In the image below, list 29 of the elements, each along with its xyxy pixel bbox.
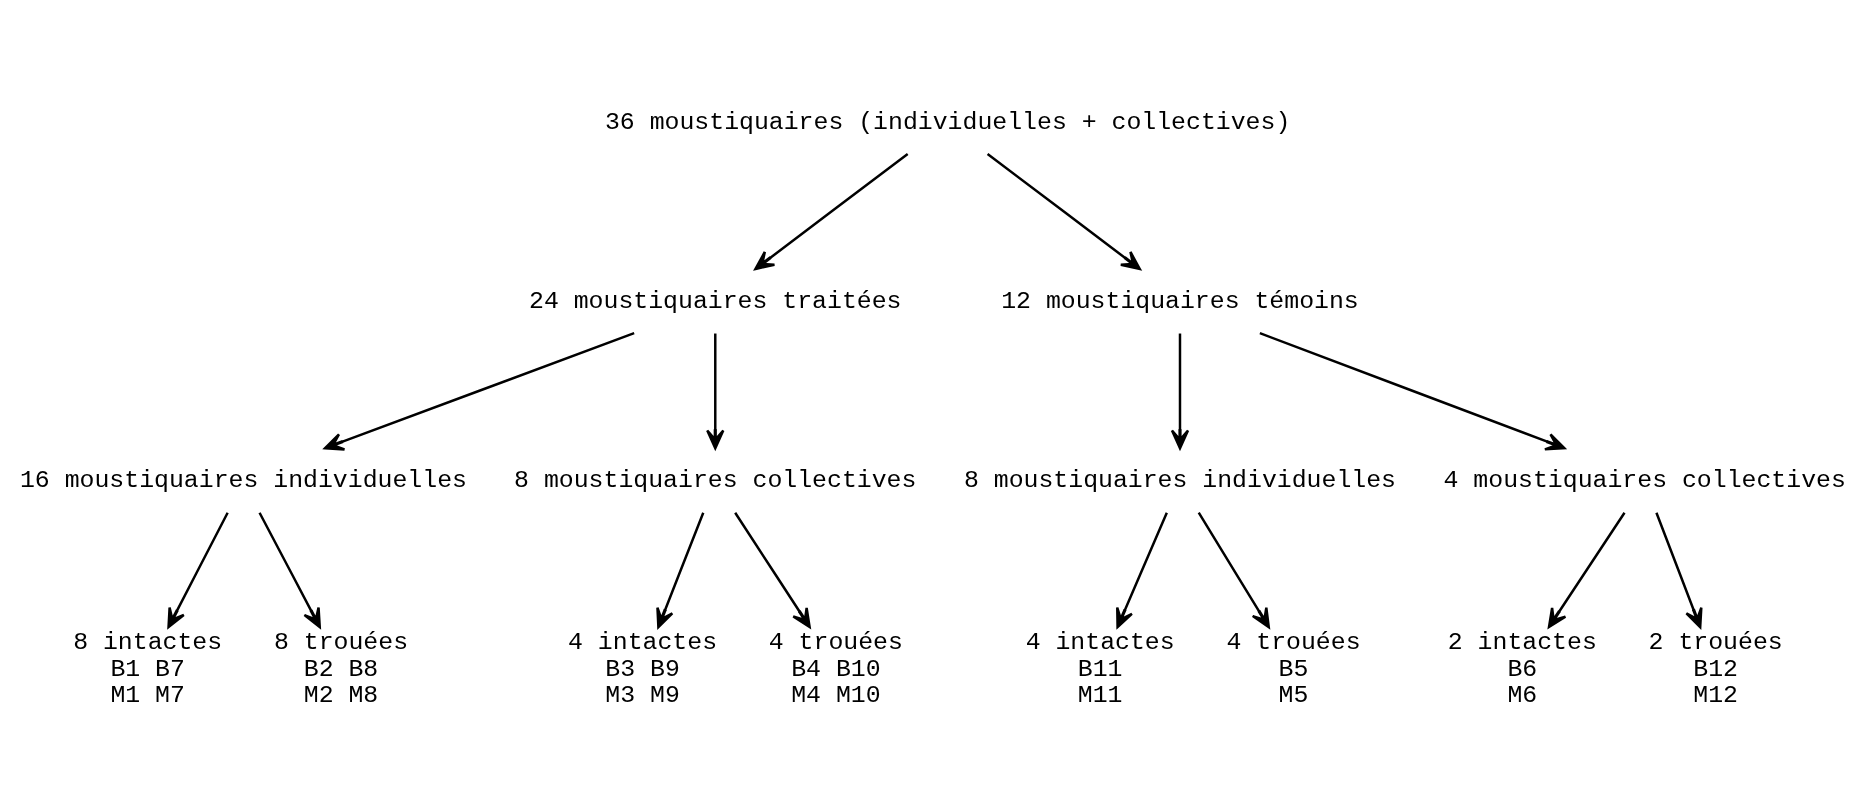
arrow [1197,512,1270,629]
node-text: 4 trouées B5 M5 [1226,628,1361,710]
arrow [656,512,705,629]
arrow [1547,512,1626,629]
node-text: 36 moustiquaires (individuelles + collectives) [604,107,1291,136]
node-text: 2 intactes B6 M6 [1447,628,1597,710]
node-text: 16 moustiquaires individuelles [19,465,467,494]
node-text: 4 trouées B4 B10 M4 M10 [768,628,903,710]
arrow [754,153,909,271]
node-text: 4 intactes B11 M11 [1025,628,1175,710]
arrow [1259,331,1566,451]
arrow [986,153,1142,271]
node-text: 8 moustiquaires individuelles [963,465,1397,494]
node-text: 4 intactes B3 B9 M3 M9 [568,628,718,710]
arrow [1655,512,1703,629]
node-text: 24 moustiquaires traitées [529,286,902,315]
node-text: 8 trouées B2 B8 M2 M8 [273,628,409,710]
node-text: 2 trouées B12 M12 [1648,628,1783,710]
arrow [1170,333,1190,450]
node-text: 8 intactes B1 B7 M1 M7 [73,628,223,710]
node-text: 12 moustiquaires témoins [1001,286,1359,315]
arrow [706,333,725,450]
node-text: 4 moustiquaires collectives [1443,465,1846,494]
node-text: 8 moustiquaires collectives [514,465,917,494]
arrow [734,512,811,629]
arrow [323,331,635,451]
arrow [258,512,321,629]
arrow [167,512,229,629]
arrow [1116,512,1168,629]
